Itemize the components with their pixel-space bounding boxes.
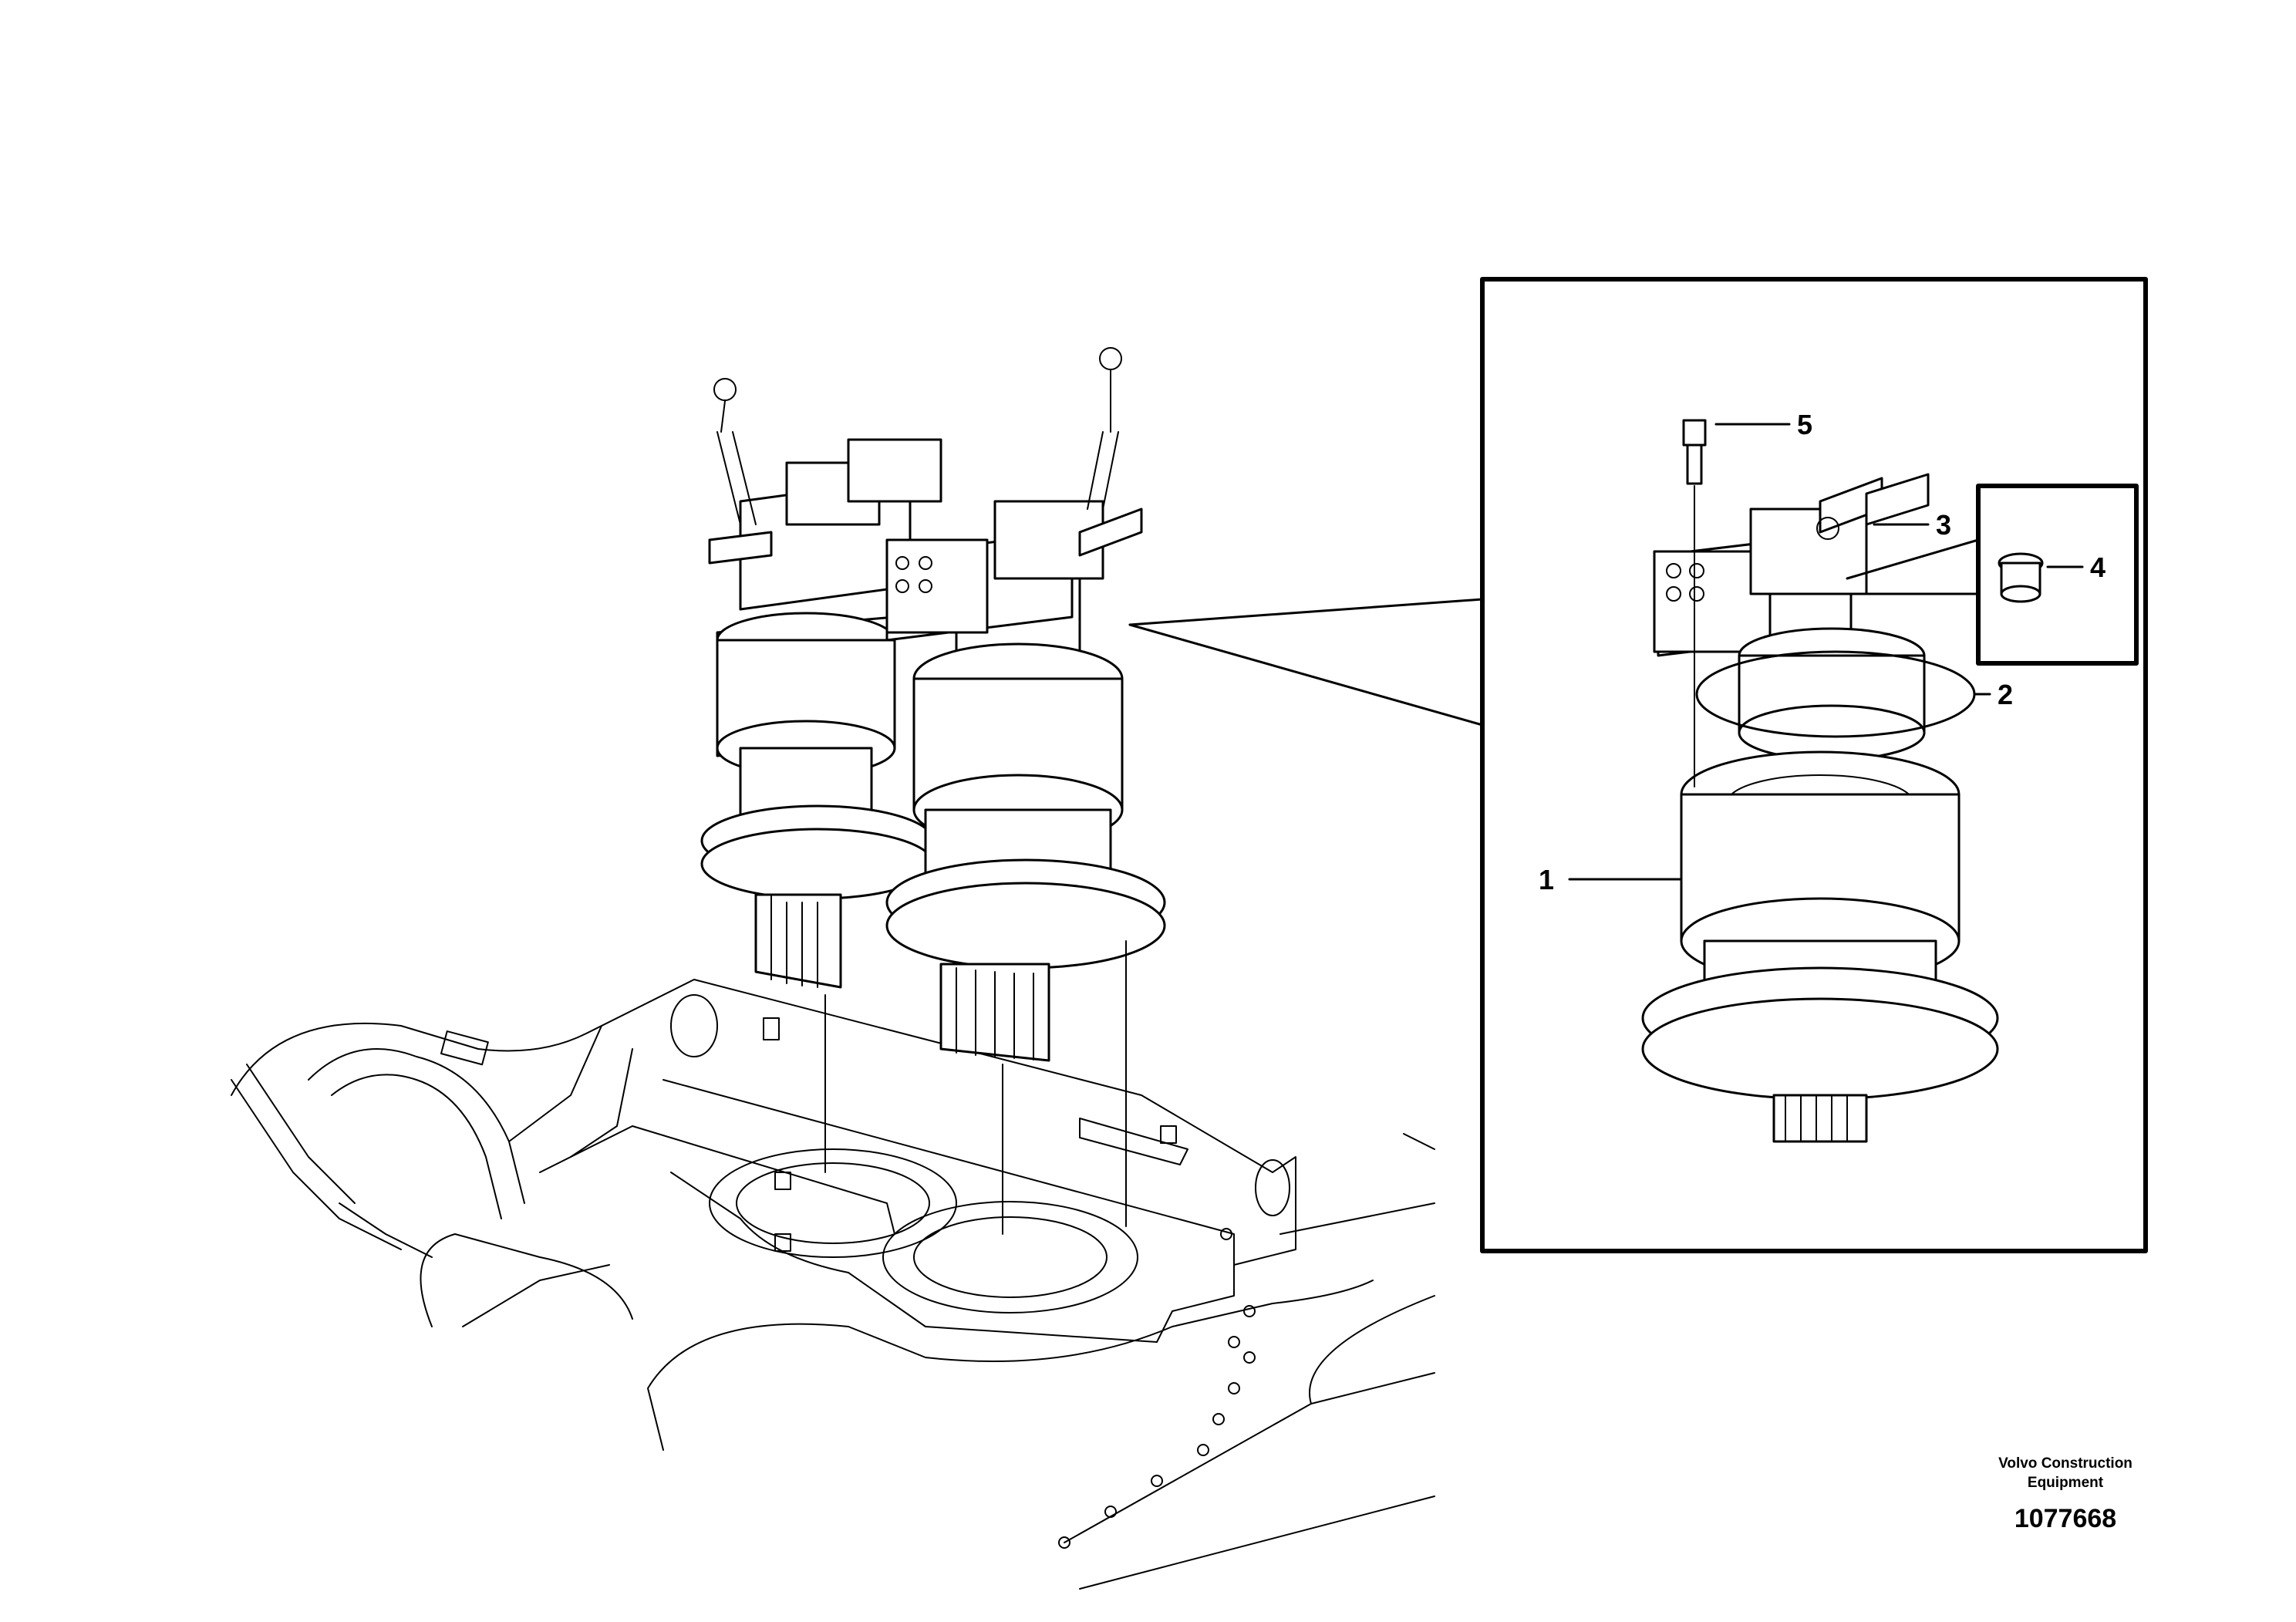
brand-line-1: Volvo Construction <box>1998 1455 2132 1472</box>
upper-frame-plate <box>231 979 1435 1590</box>
callout-label-4: 4 <box>2090 551 2106 583</box>
detail-motor <box>1641 473 1999 1143</box>
side-rails <box>231 994 780 1327</box>
alignment-lines <box>824 940 1127 1235</box>
callout-label-5: 5 <box>1797 409 1812 440</box>
callout-label-1: 1 <box>1539 864 1554 895</box>
swing-motor-left <box>700 378 942 989</box>
brand-line-2: Equipment <box>2028 1475 2104 1491</box>
brand-block: Volvo Construction Equipment 1077668 <box>1998 1455 2132 1533</box>
callout-3: 3 <box>1873 509 1951 541</box>
callout-1: 1 <box>1539 864 1683 895</box>
callout-label-3: 3 <box>1936 509 1951 541</box>
swing-motor-front <box>885 347 1166 1062</box>
bolt-part <box>1682 419 1707 787</box>
callout-4: 4 <box>2046 551 2106 583</box>
callout-5: 5 <box>1714 409 1812 440</box>
plug-detail-frame <box>1976 484 2139 666</box>
callout-2: 2 <box>1973 679 2013 710</box>
bolt-holes <box>709 1118 1290 1549</box>
plug-leader-upper <box>1846 538 1980 580</box>
document-number: 1077668 <box>2014 1504 2116 1533</box>
detail-inset-frame <box>1480 277 2148 1253</box>
zoom-connector <box>1128 598 1484 727</box>
plug-part <box>1998 552 2044 603</box>
callout-label-2: 2 <box>1998 679 2013 710</box>
